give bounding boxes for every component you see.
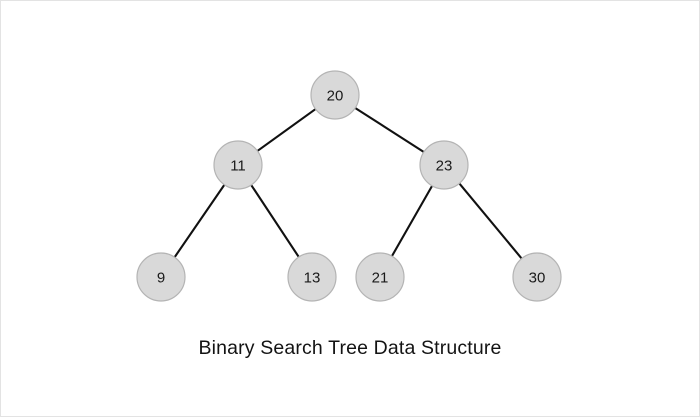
- node-circle-23: [419, 140, 469, 190]
- node-circle-30: [512, 252, 562, 302]
- tree-edge-23-21: [390, 184, 434, 258]
- tree-node-23[interactable]: 23: [419, 140, 469, 190]
- node-layer: 20 11 23 9 13 21 30: [136, 70, 562, 302]
- tree-edge-11-13: [250, 183, 300, 259]
- tree-edge-11-9: [173, 183, 226, 259]
- tree-node-21[interactable]: 21: [355, 252, 405, 302]
- node-circle-20: [310, 70, 360, 120]
- edge-layer: [173, 106, 523, 260]
- tree-node-11[interactable]: 11: [213, 140, 263, 190]
- node-label-23: 23: [436, 158, 453, 175]
- tree-node-9[interactable]: 9: [136, 252, 186, 302]
- node-label-21: 21: [372, 270, 389, 287]
- node-circle-21: [355, 252, 405, 302]
- tree-node-13[interactable]: 13: [287, 252, 337, 302]
- node-label-20: 20: [327, 88, 344, 105]
- node-circle-13: [287, 252, 337, 302]
- node-circle-11: [213, 140, 263, 190]
- tree-edge-20-11: [256, 107, 317, 153]
- node-label-11: 11: [230, 158, 246, 175]
- diagram-caption: Binary Search Tree Data Structure: [198, 337, 501, 359]
- tree-node-20[interactable]: 20: [310, 70, 360, 120]
- tree-edge-20-23: [354, 106, 425, 154]
- node-label-30: 30: [529, 270, 546, 287]
- node-circle-9: [136, 252, 186, 302]
- tree-node-30[interactable]: 30: [512, 252, 562, 302]
- node-label-13: 13: [304, 270, 321, 287]
- tree-edge-23-30: [458, 182, 523, 260]
- node-label-9: 9: [157, 270, 165, 287]
